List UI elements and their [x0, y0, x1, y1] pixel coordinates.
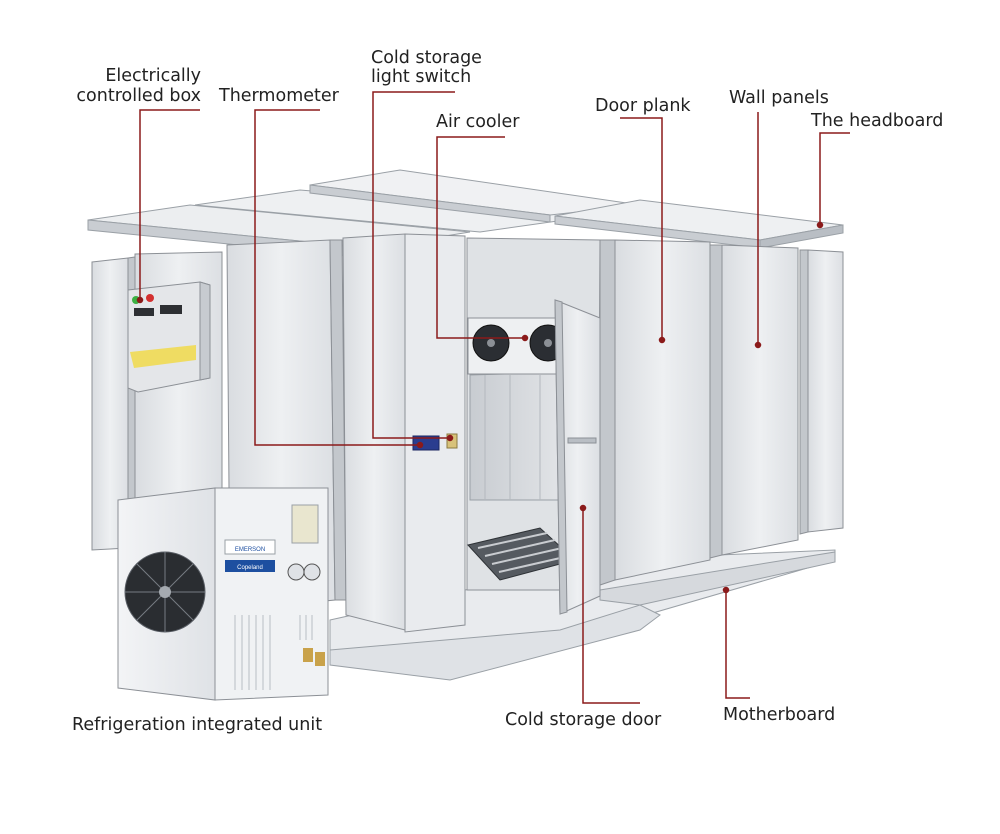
light-switch: [446, 433, 458, 449]
label-door-plank: Door plank: [595, 96, 691, 116]
right-wall-panels: [599, 239, 844, 586]
label-refrigeration-unit: Refrigeration integrated unit: [72, 715, 323, 735]
label-electric-box-line2: controlled box: [76, 86, 201, 106]
leader-electric-box: [139, 109, 200, 300]
leader-air-cooler: [436, 136, 525, 339]
leader-headboard: [819, 132, 850, 225]
leader-lines: [136, 91, 850, 704]
electric-control-box: [127, 281, 211, 393]
unit-brand-emerson: EMERSON: [235, 547, 265, 553]
label-wall-panels: Wall panels: [729, 88, 829, 108]
air-cooler: [467, 317, 569, 375]
leader-cold-storage-door: [582, 508, 640, 704]
unit-brand-copeland: Copeland: [237, 565, 263, 571]
leader-motherboard: [725, 590, 750, 699]
refrigeration-unit: EMERSON Copeland: [117, 487, 329, 701]
label-light-switch-line2: light switch: [371, 67, 472, 87]
label-air-cooler: Air cooler: [436, 112, 520, 132]
front-panel: [342, 233, 466, 633]
cold-storage-door: [554, 299, 601, 615]
label-headboard: The headboard: [811, 111, 944, 131]
label-electric-box-line1: Electrically: [105, 66, 201, 86]
label-light-switch-line1: Cold storage: [371, 48, 482, 68]
label-cold-storage-door: Cold storage door: [505, 710, 662, 730]
label-thermometer: Thermometer: [219, 86, 339, 106]
leader-door-plank: [620, 117, 663, 340]
leader-light-switch: [372, 91, 455, 439]
label-motherboard: Motherboard: [723, 705, 836, 725]
headboard-planks: [87, 169, 844, 259]
leader-thermometer: [254, 109, 420, 446]
